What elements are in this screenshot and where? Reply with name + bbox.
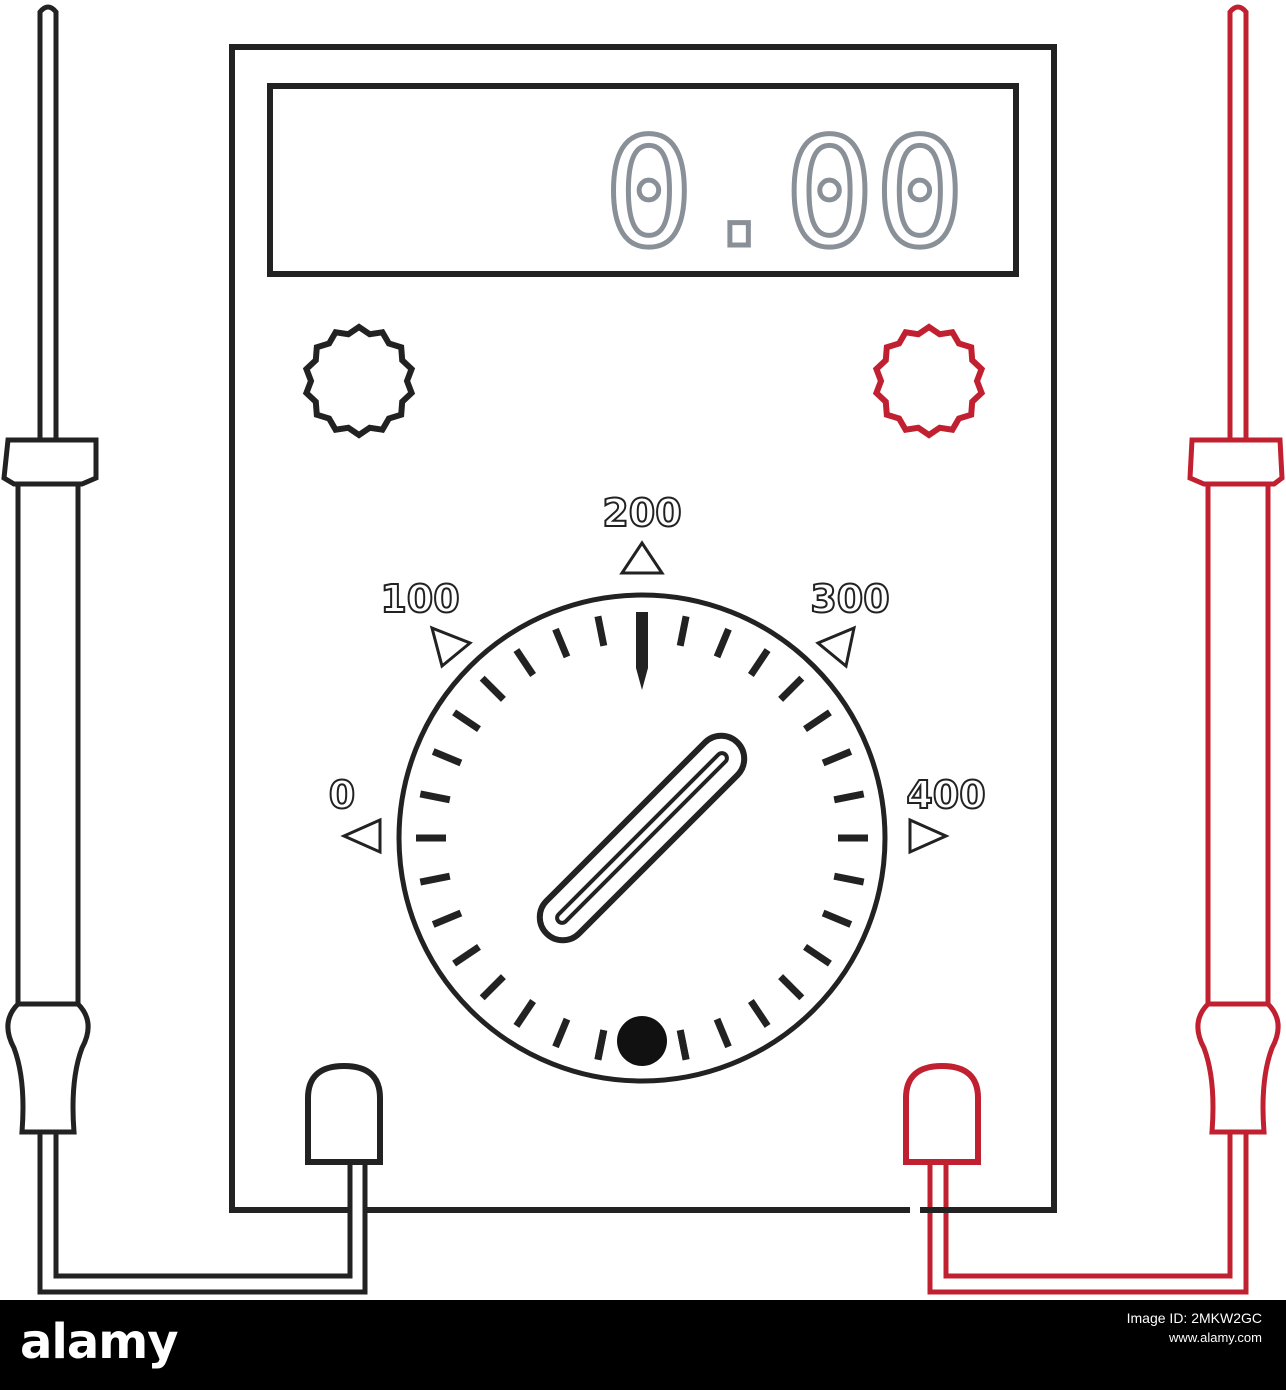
- dial-tick: [419, 872, 451, 886]
- black-probe-boot: [5, 1001, 91, 1135]
- meter-body: [229, 44, 1057, 1213]
- dial-tick: [479, 675, 506, 702]
- pointer-300-icon: [815, 625, 857, 669]
- dial-tick: [747, 999, 771, 1028]
- dial-tick: [513, 648, 537, 677]
- dial-tick: [594, 615, 608, 647]
- dial-labels: 0 100 200 300 400: [328, 490, 987, 818]
- dial-tick: [803, 943, 832, 967]
- dial-tick: [676, 615, 690, 647]
- footer-banner: alamy Image ID: 2MKW2GC www.alamy.com: [0, 1300, 1286, 1390]
- dial-position-dot: [617, 1016, 667, 1066]
- dial-tick: [778, 675, 805, 702]
- dial-label-0: 0: [329, 773, 355, 817]
- dial-tick: [513, 999, 537, 1028]
- dial-knob-indicator: [555, 751, 729, 925]
- dial-label-100: 100: [380, 577, 459, 621]
- dial-label-300: 300: [810, 577, 889, 621]
- dial-index-mark: [636, 612, 648, 690]
- dial-ticks: [416, 615, 868, 1064]
- black-socket: [302, 323, 416, 439]
- dial-tick: [452, 943, 481, 967]
- black-probe: [1, 4, 368, 1295]
- dial-tick: [594, 1029, 608, 1061]
- pointer-400-icon: [908, 817, 950, 855]
- dial-tick: [713, 1017, 732, 1049]
- dial-tick: [833, 872, 865, 886]
- dial-tick: [419, 790, 451, 804]
- pointer-100-icon: [429, 625, 473, 669]
- dial-knob[interactable]: [530, 726, 753, 949]
- pointer-0-icon: [340, 817, 382, 855]
- dial-label-200: 200: [602, 491, 681, 535]
- black-probe-guard: [1, 437, 99, 487]
- dial-tick: [552, 1017, 571, 1049]
- lcd-reading: 0.00: [604, 107, 965, 281]
- dial-tick: [452, 709, 481, 733]
- dial-tick: [479, 974, 506, 1001]
- red-probe-guard: [1187, 437, 1285, 487]
- dial-tick: [676, 1029, 690, 1061]
- black-probe-handle: [15, 481, 81, 1007]
- red-terminal: [903, 1062, 981, 1165]
- dial-tick: [821, 909, 853, 928]
- dial-label-400: 400: [906, 773, 985, 817]
- red-socket: [872, 323, 986, 439]
- dial-tick: [747, 648, 771, 677]
- dial-tick: [552, 627, 571, 659]
- dial-tick: [833, 790, 865, 804]
- pointer-200-icon: [619, 540, 665, 575]
- image-id: Image ID: 2MKW2GC: [1126, 1310, 1262, 1326]
- black-probe-wire: [37, 1132, 368, 1295]
- meter-body-outline: [229, 44, 1057, 1213]
- dial-tick: [803, 709, 832, 733]
- red-probe-tip: [1227, 4, 1249, 443]
- multimeter-illustration: 0.00 0 100 200 300 400: [1, 4, 1285, 1295]
- dial-pointers: [340, 540, 950, 855]
- red-probe-boot: [1195, 1001, 1281, 1135]
- site-url[interactable]: www.alamy.com: [1169, 1330, 1262, 1345]
- lcd-display: [267, 83, 1019, 277]
- brand-logo: alamy: [20, 1314, 179, 1370]
- black-probe-tip: [37, 4, 59, 443]
- red-probe-wire: [927, 1132, 1249, 1295]
- dial-tick: [778, 974, 805, 1001]
- red-probe: [927, 4, 1285, 1295]
- dial-tick: [821, 748, 853, 767]
- dial-tick: [713, 627, 732, 659]
- dial-tick: [431, 748, 463, 767]
- red-probe-handle: [1205, 481, 1271, 1007]
- footer-meta: Image ID: 2MKW2GC www.alamy.com: [1127, 1308, 1262, 1348]
- black-terminal: [305, 1062, 383, 1165]
- dial-tick: [431, 909, 463, 928]
